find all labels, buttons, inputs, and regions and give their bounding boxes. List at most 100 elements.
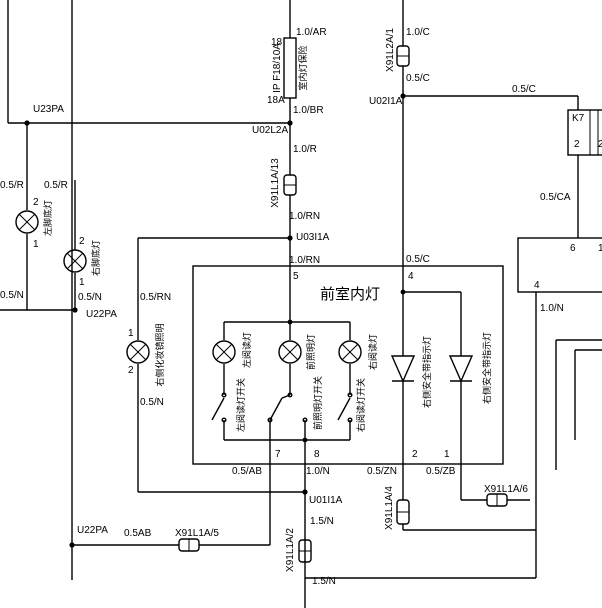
relay-k7 [567,109,602,156]
fuse-id-label: IP F18/10A [272,43,283,93]
module-splice-dot [302,437,308,443]
right-reading-switch-label: 右阅读灯开关 [355,378,367,432]
right-control-box [517,237,602,293]
vanity-lamp [126,340,150,364]
connector-x91l2a-1-label: X91L2A/1 [385,28,396,72]
splice-dot-u02i1a [400,93,406,99]
module-title: 前室内灯 [320,285,380,303]
fuse-pin-bottom: 18A [267,95,285,106]
wire-label-n-left2: 0.5/N [78,292,102,303]
vanity-lamp-pin2: 2 [128,365,134,376]
splice-u23pa-label: U23PA [33,104,64,115]
right-foot-lamp-label: 右脚底灯 [90,240,102,276]
connector-x91l1a-4-label: X91L1A/4 [384,486,395,530]
wire-label-c-mid: 0.5/C [406,73,430,84]
wire-label-c-right: 0.5/C [512,84,536,95]
module-feed-dot [287,319,293,325]
wire-label-15n-1: 1.5/N [310,516,334,527]
right-foot-lamp-pin1: 1 [79,277,85,288]
splice-u01i1a-label: U01I1A [309,495,343,506]
wire-label-c-top: 1.0/C [406,27,430,38]
splice-dot-u22pa-top [72,307,78,313]
front-dome-lamp [278,340,302,364]
front-dome-module [192,265,504,465]
left-foot-lamp-pin2: 2 [33,197,39,208]
left-reading-switch-label: 左阅读灯开关 [235,378,247,432]
module-pin-4: 4 [408,271,414,282]
right-box-pin-6: 6 [570,243,576,254]
right-foot-lamp [63,249,87,273]
fuse-pin-top: 18 [271,37,283,48]
fuse-ip-f18 [283,37,297,99]
vanity-lamp-label: 右侧化妆镜照明 [154,323,166,386]
right-reading-lamp [338,340,362,364]
belt-indicator-dot [400,289,406,295]
relay-pin-left: 2 [574,139,580,150]
vanity-lamp-circuit [137,237,305,493]
module-pin-5: 5 [293,271,299,282]
module-pin-7: 7 [275,449,281,460]
wire-label-c-down: 0.5/C [406,254,430,265]
wire-label-rn-lamp: 0.5/RN [140,292,171,303]
fuse-name-label: 室内灯保险 [297,45,309,90]
left-reading-lamp-label: 左阅读灯 [241,332,253,368]
left-foot-lamp [15,210,39,234]
wire-label-n-bottom: 1.0/N [306,466,330,477]
right-reading-lamp-label: 右阅读灯 [367,334,379,370]
right-box-pin-1: 1 [598,243,602,254]
connector-x91l1a-6-label: X91L1A/6 [484,484,528,495]
left-belt-indicator-diode [390,355,416,383]
right-reading-switch [337,392,353,423]
connector-x91l1a-2-label: X91L1A/2 [285,528,296,572]
left-reading-switch [211,392,227,423]
right-belt-indicator-label: 右侧安全带指示灯 [481,332,493,404]
wire-label-ab: 0.5/AB [232,466,262,477]
belt-indicator-circuit [402,266,530,530]
left-foot-lamp-pin1: 1 [33,239,39,250]
foot-lamp-circuit [0,123,76,311]
vanity-lamp-pin1: 1 [128,328,134,339]
top-left-bus [7,0,290,580]
module-pin-8: 8 [314,449,320,460]
wire-label-n-right: 1.0/N [540,303,564,314]
left-belt-indicator-label: 右侧安全带指示灯 [421,336,433,408]
wire-label-ca: 0.5/CA [540,192,571,203]
wire-label-rn-1: 1.0/RN [289,211,320,222]
right-ground-lines [305,339,602,579]
right-foot-lamp-pin2: 2 [79,236,85,247]
wire-label-r-left1: 0.5/R [0,180,24,191]
splice-dot-u22pa-bottom [69,542,75,548]
left-foot-lamp-label: 左脚底灯 [42,200,54,236]
wire-label-ar: 1.0/AR [296,27,327,38]
wire-label-rn-2: 1.0/RN [289,255,320,266]
front-dome-switch [267,392,308,423]
wire-label-br: 1.0/BR [293,105,324,116]
wire-label-15n-2: 1.5/N [312,576,336,587]
wire-label-zn: 0.5/ZN [367,466,397,477]
connector-x91l1a-13-label: X91L1A/13 [270,158,281,208]
right-box-pin-4: 4 [534,280,540,291]
front-dome-switch-label: 前照明灯开关 [312,376,324,430]
module-pin-1: 1 [444,449,450,460]
left-reading-lamp [212,340,236,364]
right-feed [402,0,579,340]
splice-u22pa-top-label: U22PA [86,309,117,320]
wire-label-n-lamp: 0.5/N [140,397,164,408]
relay-pin-right: 2 [598,139,602,150]
wire-label-ab-bottom: 0.5AB [124,528,152,539]
module-pin-2: 2 [412,449,418,460]
wire-label-zb: 0.5/ZB [426,466,456,477]
right-belt-indicator-diode [448,355,474,383]
splice-u03i1a-label: U03I1A [296,232,330,243]
splice-u02i1a-label: U02I1A [369,96,403,107]
wire-label-r-left2: 0.5/R [44,180,68,191]
wire-label-n-left1: 0.5/N [0,290,24,301]
front-dome-lamp-label: 前照明灯 [305,334,317,370]
wire-label-r: 1.0/R [293,144,317,155]
connector-x91l1a-5-label: X91L1A/5 [175,528,219,539]
splice-dot-u01i1a [302,489,308,495]
splice-u02l2a-label: U02L2A [252,125,288,136]
relay-k7-label: K7 [572,113,585,124]
splice-u22pa-bottom-label: U22PA [77,525,108,536]
